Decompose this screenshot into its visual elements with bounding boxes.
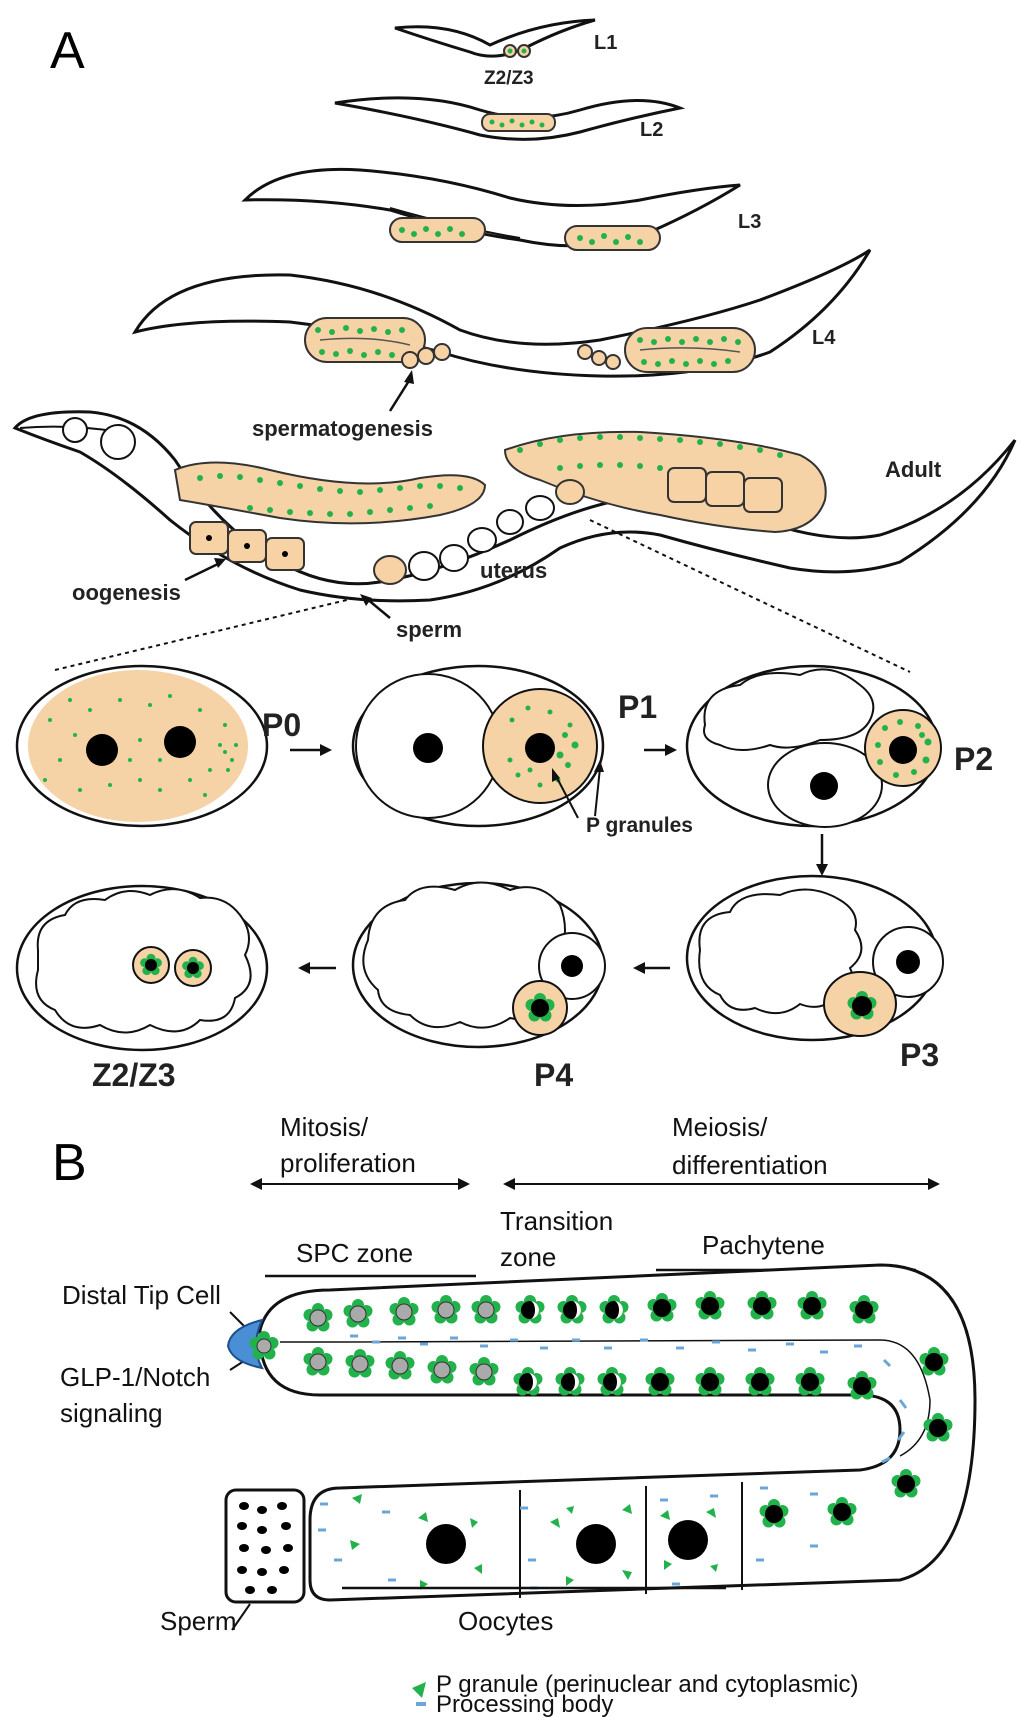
stage-label-l3: L3 <box>738 211 761 233</box>
oocytes-label: Oocytes <box>458 1606 553 1636</box>
worm-l1 <box>395 20 595 56</box>
zoom-line-left <box>55 598 355 670</box>
panel-a-letter: A <box>50 22 85 80</box>
z2z3-top-label: Z2/Z3 <box>484 68 534 89</box>
stage-label-l1: L1 <box>594 32 617 54</box>
embryo-label-p0: P0 <box>262 707 301 743</box>
embryo-label-z2z3: Z2/Z3 <box>92 1057 176 1093</box>
embryo-p4 <box>353 883 605 1048</box>
embryo-p3 <box>687 876 943 1040</box>
adult-oocytes-anterior <box>190 522 304 570</box>
legend-processing-body: Processing body <box>436 1691 613 1717</box>
sperm-label-a: sperm <box>396 617 462 642</box>
embryo-p1 <box>353 666 603 826</box>
embryo-p0 <box>17 666 267 826</box>
stage-label-l2: L2 <box>640 119 663 141</box>
mitosis-label-line2: proliferation <box>280 1148 416 1178</box>
embryo-p2 <box>687 666 941 827</box>
spermatogenesis-label: spermatogenesis <box>252 416 433 441</box>
legend: P granule (perinuclear and cytoplasmic) … <box>412 1671 858 1717</box>
stage-label-adult: Adult <box>885 457 942 482</box>
sperm-label-b: Sperm <box>160 1606 237 1636</box>
uterus-label: uterus <box>480 558 547 583</box>
p-granules-label: P granules <box>586 814 693 837</box>
meiosis-label-line2: differentiation <box>672 1150 828 1180</box>
transition-zone-line2: zone <box>500 1242 556 1272</box>
pachytene-label: Pachytene <box>702 1230 825 1260</box>
panel-b-letter: B <box>52 1134 87 1192</box>
embryo-label-p3: P3 <box>900 1037 939 1073</box>
spermatheca <box>226 1490 304 1602</box>
transition-zone-line1: Transition <box>500 1206 613 1236</box>
mitosis-label-line1: Mitosis/ <box>280 1112 369 1142</box>
stage-label-l4: L4 <box>812 327 836 349</box>
embryo-label-p2: P2 <box>954 741 993 777</box>
glp-label-line1: GLP-1/Notch <box>60 1362 210 1392</box>
oogenesis-label: oogenesis <box>72 580 181 605</box>
glp-label-line2: signaling <box>60 1398 163 1428</box>
meiosis-label-line1: Meiosis/ <box>672 1112 768 1142</box>
distal-tip-cell-label: Distal Tip Cell <box>62 1280 221 1310</box>
embryo-label-p4: P4 <box>534 1057 573 1093</box>
spc-zone-label: SPC zone <box>296 1238 413 1268</box>
worm-l3 <box>245 169 740 246</box>
p-granule-legend-icon <box>412 1682 426 1698</box>
worm-l4 <box>135 250 870 376</box>
embryo-z2z3 <box>17 886 267 1050</box>
embryo-label-p1: P1 <box>618 689 657 725</box>
